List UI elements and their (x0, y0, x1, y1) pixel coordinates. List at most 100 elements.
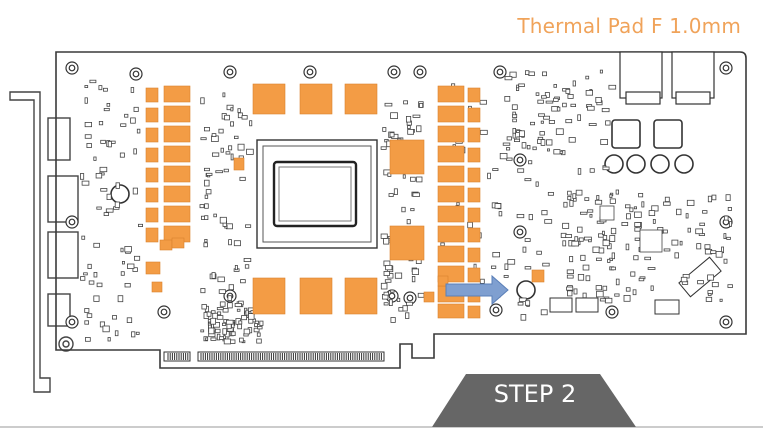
smd-component (705, 296, 713, 302)
smd-component (598, 247, 605, 254)
smd-component (664, 196, 670, 202)
smd-component (528, 214, 533, 221)
smd-component (524, 266, 532, 270)
smd-component (520, 314, 527, 321)
smd-component (208, 327, 215, 335)
smd-component (537, 99, 544, 104)
smd-component (629, 207, 634, 213)
thermal-pad (145, 167, 159, 183)
smd-component (577, 273, 585, 281)
smd-component (130, 117, 136, 124)
smd-component (124, 113, 129, 118)
smd-component (98, 85, 103, 91)
smd-component (218, 128, 224, 134)
thermal-pad (467, 247, 481, 263)
smd-component (512, 132, 516, 139)
smd-component (630, 271, 636, 277)
smd-component (587, 105, 595, 111)
smd-component (506, 136, 512, 141)
smd-component (405, 116, 412, 123)
smd-component (403, 100, 409, 105)
screw-hole-inner (68, 218, 76, 226)
smd-component (210, 310, 216, 314)
smd-component (81, 235, 86, 240)
smd-component (402, 174, 406, 179)
smd-component (724, 215, 729, 221)
screw-hole-inner (226, 68, 234, 76)
thermal-pad (163, 125, 191, 143)
screw-hole-inner (516, 228, 524, 236)
thermal-pad (437, 185, 465, 203)
smd-component (634, 222, 642, 227)
smd-component (719, 298, 723, 302)
smd-component (707, 195, 712, 203)
smd-component (407, 128, 415, 135)
smd-component (205, 189, 212, 195)
smd-component (648, 210, 656, 217)
smd-component (479, 99, 487, 105)
thermal-pad (344, 277, 378, 315)
smd-component (502, 142, 511, 146)
smd-component (567, 195, 572, 201)
smd-component (241, 315, 248, 321)
smd-component (536, 250, 542, 255)
smd-component (632, 289, 637, 296)
smd-component (200, 329, 205, 333)
smd-component (114, 201, 120, 208)
smd-component (256, 338, 262, 344)
smd-component (524, 238, 531, 242)
smd-component (86, 142, 92, 148)
smd-component (237, 108, 241, 113)
smd-component (571, 240, 579, 247)
smd-component (87, 263, 92, 269)
smd-component (663, 248, 671, 252)
smd-component (223, 338, 231, 345)
smd-component (608, 84, 617, 90)
screw-hole-inner (722, 318, 730, 326)
board-outline (55, 51, 747, 369)
smd-component (83, 272, 88, 276)
thermal-pad (145, 207, 159, 223)
thermal-pad (437, 105, 465, 123)
screw-hole-inner (390, 68, 398, 76)
smd-component (203, 167, 210, 172)
inductors (110, 119, 694, 300)
smd-component (687, 227, 691, 233)
small-components (80, 69, 733, 345)
smd-component (133, 148, 137, 155)
fan-connectors (549, 256, 722, 315)
smd-component (219, 216, 227, 224)
thermal-pad (163, 145, 191, 163)
pcie-connector (163, 351, 385, 362)
smd-component (633, 206, 637, 210)
screw-holes (65, 61, 733, 329)
smd-component (222, 307, 229, 313)
smd-component (201, 304, 207, 310)
smd-component (638, 277, 645, 282)
smd-component (553, 97, 559, 102)
smd-component (588, 239, 592, 243)
smd-component (103, 87, 108, 92)
smd-component (411, 268, 419, 275)
smd-component (507, 259, 516, 265)
smd-component (711, 281, 719, 288)
smd-component (580, 211, 588, 215)
smd-component (230, 153, 234, 161)
smd-component (596, 290, 604, 298)
smd-component (587, 209, 594, 213)
smd-component (204, 203, 209, 209)
smd-component (133, 106, 139, 112)
thermal-pad (299, 277, 333, 315)
smd-component (218, 289, 226, 294)
smd-component (544, 219, 553, 224)
smd-component (704, 244, 711, 250)
smd-component (106, 193, 112, 200)
smd-component (601, 108, 610, 113)
smd-component (230, 339, 236, 344)
smd-component (504, 263, 509, 270)
smd-component (388, 193, 394, 197)
smd-component (582, 292, 587, 299)
arrow-right-icon (445, 274, 509, 306)
smd-component (499, 152, 508, 160)
smd-component (686, 199, 695, 206)
